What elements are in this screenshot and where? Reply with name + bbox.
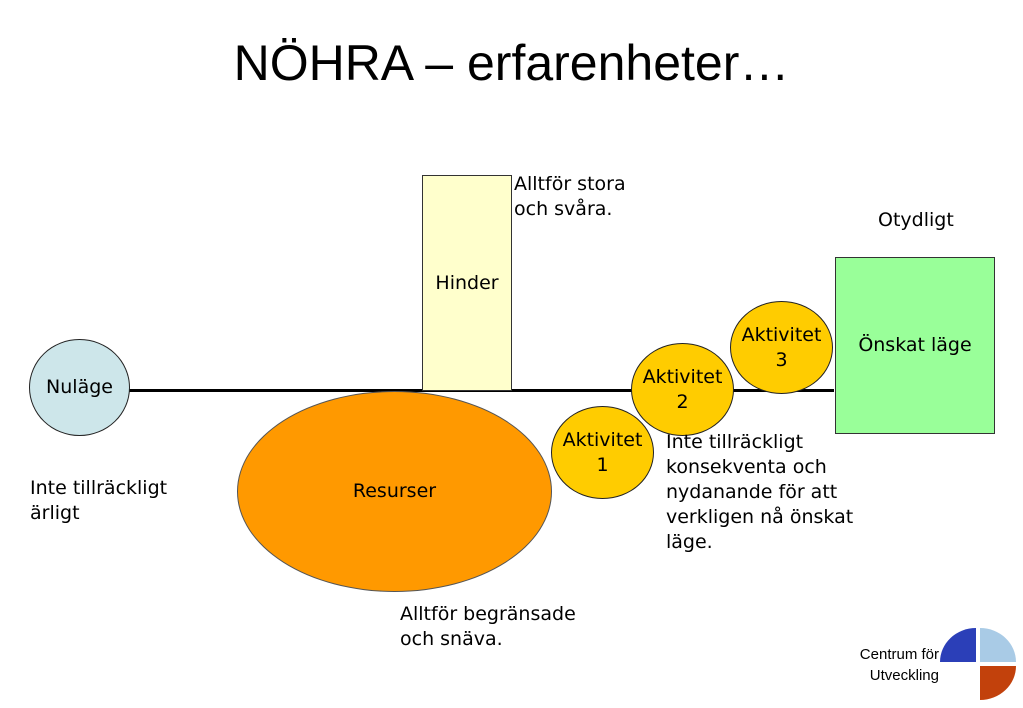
logo-quadrant-red [980, 666, 1016, 700]
nulage-circle: Nuläge [29, 339, 130, 436]
aktivitet-note: Inte tillräckligt konsekventa och nydana… [666, 431, 854, 553]
resurser-note: Alltför begränsade och snäva. [400, 603, 576, 650]
resurser-label: Resurser [352, 480, 437, 502]
aktivitet-2-number: 2 [676, 390, 689, 413]
aktivitet-3-number: 3 [775, 348, 788, 371]
aktivitet-1-number: 1 [596, 453, 609, 476]
logo-text: Centrum för Utveckling [860, 644, 939, 686]
logo-line-1: Centrum för [859, 646, 939, 663]
nulage-label: Nuläge [46, 376, 113, 398]
onskat-note: Otydligt [878, 209, 954, 231]
aktivitet-1-circle: Aktivitet 1 [551, 406, 654, 499]
logo-icon [940, 628, 1016, 700]
hinder-note: Alltför stora och svåra. [514, 173, 626, 220]
onskat-lage-label: Önskat läge [858, 334, 972, 356]
aktivitet-3-label: Aktivitet [741, 323, 822, 346]
onskat-lage-box: Önskat läge [835, 257, 995, 434]
page-title: NÖHRA – erfarenheter… [233, 35, 790, 91]
aktivitet-2-label: Aktivitet [642, 365, 723, 388]
logo-line-2: Utveckling [869, 667, 939, 684]
aktivitet-3-circle: Aktivitet 3 [730, 301, 833, 394]
aktivitet-2-circle: Aktivitet 2 [631, 343, 734, 436]
nulage-note: Inte tillräckligt ärligt [30, 477, 168, 524]
logo-quadrant-blue [940, 628, 976, 662]
logo-quadrant-light-blue [980, 628, 1016, 662]
hinder-label: Hinder [435, 271, 499, 294]
hinder-box: Hinder [422, 175, 512, 391]
resurser-ellipse: Resurser [237, 391, 552, 592]
aktivitet-1-label: Aktivitet [562, 428, 643, 451]
